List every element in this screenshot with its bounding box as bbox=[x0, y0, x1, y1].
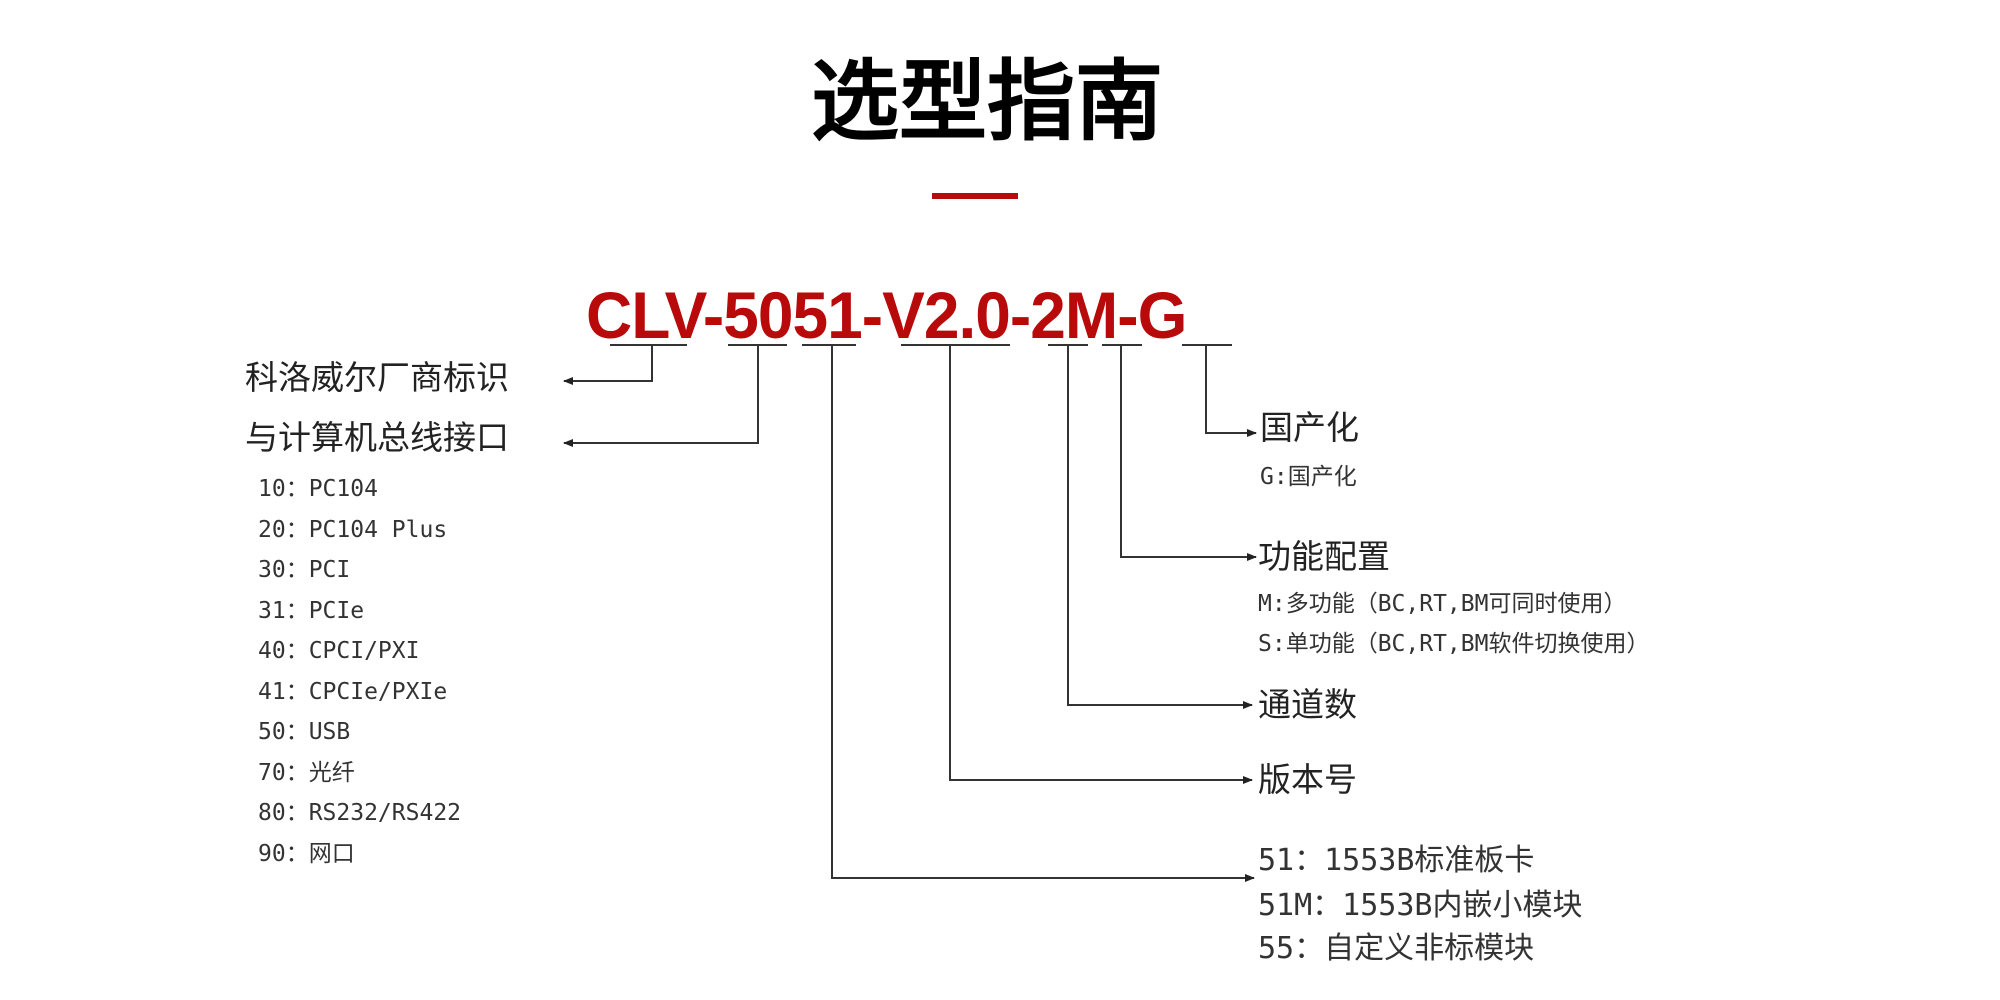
vendor-label: 科洛威尔厂商标识 bbox=[245, 358, 509, 397]
localization-option: G:国产化 bbox=[1260, 464, 1357, 490]
bus-option: 40：CPCI/PXI bbox=[258, 638, 420, 664]
type-option: 51：1553B标准板卡 bbox=[1258, 843, 1535, 878]
function-option-m: M:多功能（BC,RT,BM可同时使用） bbox=[1258, 591, 1627, 617]
page-title: 选型指南 bbox=[810, 50, 1163, 153]
type-option: 55：自定义非标模块 bbox=[1258, 931, 1535, 966]
vendor-connector bbox=[563, 345, 653, 385]
type-option: 51M：1553B内嵌小模块 bbox=[1258, 888, 1583, 923]
localization-connector bbox=[1205, 345, 1257, 437]
function-option-s: S:单功能（BC,RT,BM软件切换使用） bbox=[1258, 631, 1650, 657]
type-connector bbox=[831, 345, 1255, 882]
localization-label: 国产化 bbox=[1260, 408, 1359, 447]
bus-option: 70：光纤 bbox=[258, 759, 355, 786]
bus-option: 31：PCIe bbox=[258, 597, 365, 624]
function-label: 功能配置 bbox=[1258, 537, 1390, 576]
bus-option: 90：网口 bbox=[258, 840, 355, 867]
channels-label: 通道数 bbox=[1258, 685, 1357, 724]
model-code: CLV-5051-V2.0-2M-G bbox=[586, 278, 1187, 352]
bus-connector bbox=[563, 345, 759, 447]
bus-option: 10：PC104 bbox=[258, 476, 378, 502]
channels-connector bbox=[1067, 345, 1253, 709]
function-connector bbox=[1120, 345, 1257, 561]
title-underline bbox=[932, 193, 1018, 199]
version-connector bbox=[949, 345, 1253, 784]
bus-option: 41：CPCIe/PXIe bbox=[258, 678, 448, 705]
version-label: 版本号 bbox=[1258, 760, 1357, 799]
bus-option: 30：PCI bbox=[258, 557, 351, 583]
bus-option: 20：PC104 Plus bbox=[258, 516, 448, 543]
bus-option: 50：USB bbox=[258, 719, 351, 745]
bus-option: 80：RS232/RS422 bbox=[258, 800, 462, 826]
bus-label: 与计算机总线接口 bbox=[245, 418, 509, 457]
